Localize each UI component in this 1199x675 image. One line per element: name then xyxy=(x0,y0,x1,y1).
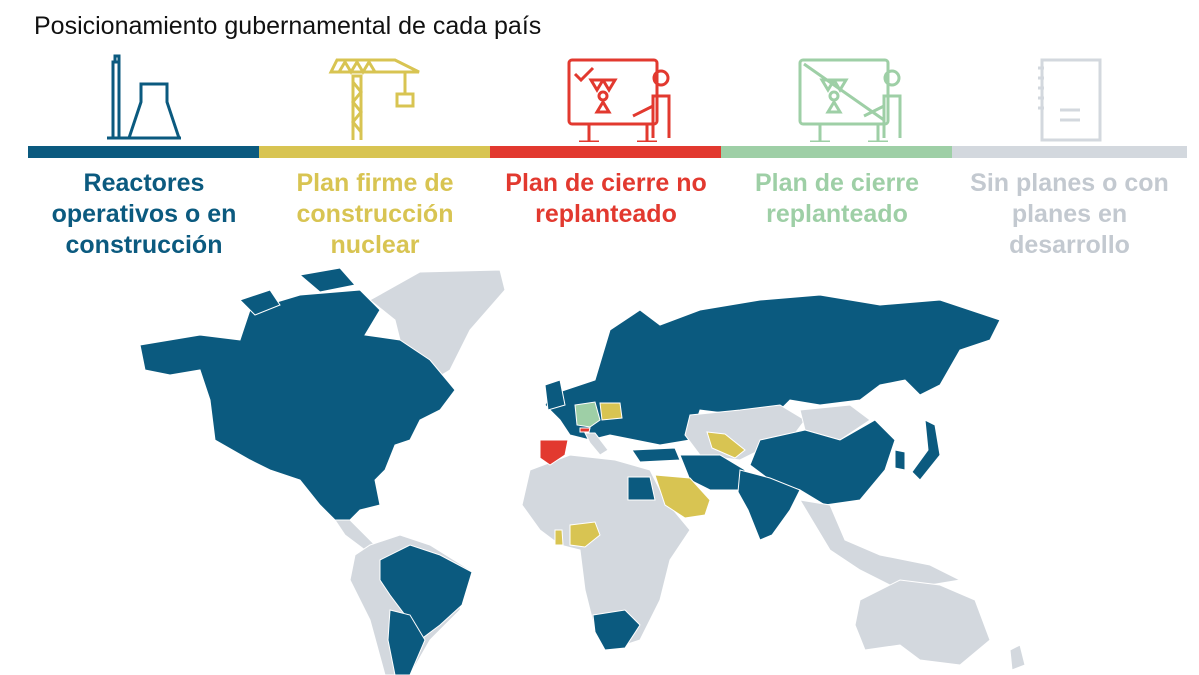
nuclear-plant-icon xyxy=(28,50,260,142)
region-australia[interactable] xyxy=(854,579,991,666)
legend-label: Plan firme de construcción nuclear xyxy=(296,169,454,259)
region-japan[interactable] xyxy=(911,419,941,481)
region-uk[interactable] xyxy=(544,379,566,411)
region-spain[interactable] xyxy=(539,439,569,466)
presentation-check-icon xyxy=(490,50,722,142)
world-map xyxy=(139,267,1026,675)
region-korea[interactable] xyxy=(894,449,906,471)
legend-bar xyxy=(490,146,722,158)
region-turkey[interactable] xyxy=(631,447,681,463)
region-egypt[interactable] xyxy=(627,476,656,501)
region-argentina[interactable] xyxy=(387,609,426,675)
legend-bar xyxy=(721,146,953,158)
document-icon xyxy=(952,50,1187,142)
legend-label: Plan de cierre replanteado xyxy=(755,169,919,228)
region-italy[interactable] xyxy=(584,432,609,456)
legend-bar xyxy=(28,146,260,158)
region-nigeria[interactable] xyxy=(569,521,601,548)
legend-bar xyxy=(259,146,491,158)
legend-item-closure-firm: Plan de cierre no replanteado xyxy=(490,50,722,230)
legend-label: Plan de cierre no replanteado xyxy=(505,169,707,228)
region-canada-islands[interactable] xyxy=(239,267,356,316)
presentation-crossed-icon xyxy=(721,50,953,142)
region-brazil[interactable] xyxy=(379,544,473,641)
legend-item-operating: Reactores operativos o en construcción xyxy=(28,50,260,261)
region-germany[interactable] xyxy=(574,401,601,428)
crane-icon xyxy=(259,50,491,142)
legend-bar xyxy=(952,146,1187,158)
region-ghana[interactable] xyxy=(554,529,564,546)
legend-item-no-plans: Sin planes o con planes en desarrollo xyxy=(952,50,1187,261)
region-uzbekistan[interactable] xyxy=(706,431,746,459)
region-north-america[interactable] xyxy=(139,289,456,521)
region-switzerland[interactable] xyxy=(579,427,591,433)
region-new-zealand[interactable] xyxy=(1009,644,1026,671)
region-africa[interactable] xyxy=(521,454,691,651)
region-india[interactable] xyxy=(737,469,801,541)
region-mongolia[interactable] xyxy=(799,404,871,441)
legend-item-closure-reconsidered: Plan de cierre replanteado xyxy=(721,50,953,230)
legend-label: Reactores operativos o en construcción xyxy=(51,169,237,259)
region-poland[interactable] xyxy=(599,402,623,421)
chart-title: Posicionamiento gubernamental de cada pa… xyxy=(34,12,542,40)
region-southeast-asia[interactable] xyxy=(799,499,962,591)
region-south-africa[interactable] xyxy=(592,609,641,651)
legend-item-construction-plan: Plan firme de construcción nuclear xyxy=(259,50,491,261)
legend-label: Sin planes o con planes en desarrollo xyxy=(970,169,1169,259)
region-saudi-arabia[interactable] xyxy=(654,474,711,519)
